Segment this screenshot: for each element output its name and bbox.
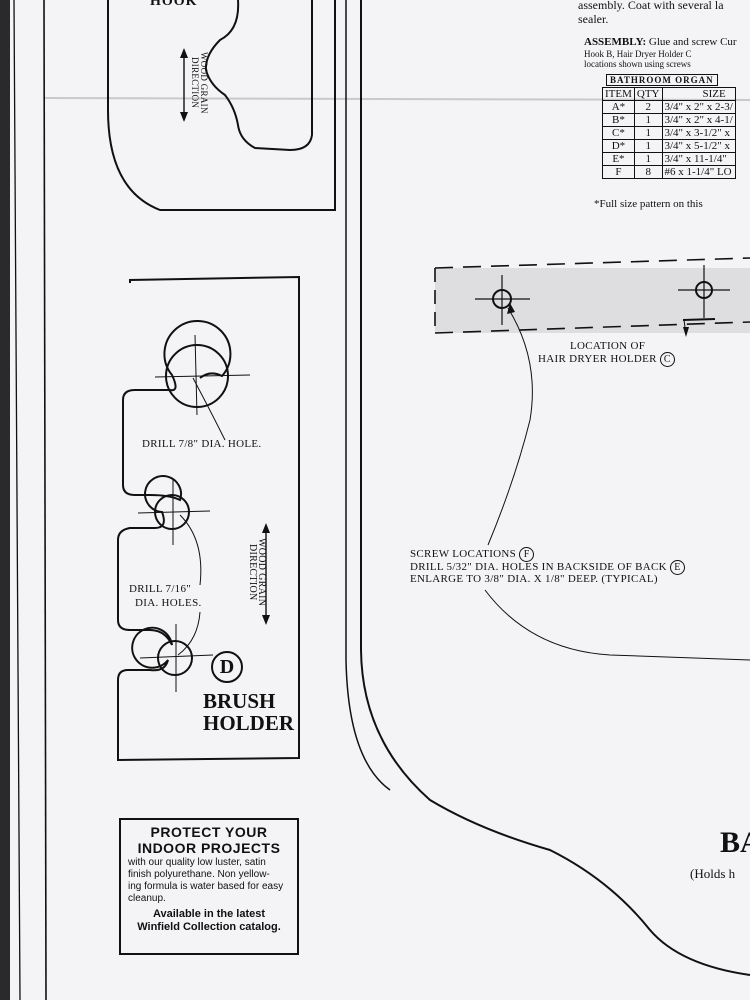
promo-footer: Available in the latest Winfield Collect…	[137, 908, 281, 933]
promo-heading: PROTECT YOUR INDOOR PROJECTS	[137, 824, 281, 856]
assembly-text: assembly. Coat with several la	[578, 0, 724, 12]
column-header: QTY	[633, 87, 663, 101]
part-letter-d: D	[211, 651, 243, 683]
assembly-body: ASSEMBLY: Glue and screw Cur	[584, 36, 737, 48]
promo-box: PROTECT YOUR INDOOR PROJECTS with our qu…	[119, 818, 299, 955]
leader-line	[192, 377, 226, 441]
screw-locations-label: SCREW LOCATIONS F	[410, 547, 535, 562]
leader-line	[177, 611, 201, 656]
pattern-drawing	[13, 0, 750, 1000]
brush-holder-title: BRUSH HOLDER	[203, 689, 295, 735]
location-label: HAIR DRYER HOLDER C	[538, 352, 675, 367]
crosshair-h	[154, 374, 251, 378]
screw-enlarge-label: ENLARGE TO 3/8" DIA. X 1/8" DEEP. (TYPIC…	[410, 573, 658, 585]
table-footnote: *Full size pattern on this	[594, 198, 703, 210]
location-letter-c: C	[659, 352, 675, 367]
back-outline	[360, 0, 750, 976]
drill-large-label: DRILL 7/8" DIA. HOLE.	[142, 438, 262, 450]
assembly-heading: ASSEMBLY:	[584, 36, 647, 48]
outer-border-line	[13, 0, 21, 1000]
table-header-row: ITEM QTY SIZE	[602, 87, 736, 101]
leader-line	[484, 589, 750, 661]
crosshair-v	[194, 334, 198, 416]
screw-drill-label: DRILL 5/32" DIA. HOLES IN BACKSIDE OF BA…	[410, 560, 685, 575]
column-header: ITEM	[602, 87, 635, 101]
hook-outline	[107, 0, 336, 211]
back-subtitle-fragment: (Holds h	[690, 866, 736, 881]
dryer-location-area	[435, 268, 750, 333]
back-letter-e: E	[669, 560, 685, 575]
screw-letter-f: F	[519, 547, 535, 562]
hook-label: HOOK	[150, 0, 198, 9]
hook-cutout	[204, 0, 313, 152]
table-caption: BATHROOM ORGAN	[606, 74, 718, 86]
drill-small-label: DRILL 7/16"	[129, 583, 192, 595]
leader-line	[487, 307, 533, 546]
location-label: LOCATION OF	[570, 340, 646, 352]
assembly-body: locations shown using screws	[584, 59, 691, 69]
assembly-body: Hook B, Hair Dryer Holder C	[584, 49, 692, 59]
assembly-text: sealer.	[578, 12, 609, 26]
inner-border-line	[43, 0, 47, 1000]
brush-holder-outline	[117, 275, 300, 762]
leader-line	[179, 514, 202, 586]
small-hole	[157, 640, 193, 676]
back-title-fragment: BA	[720, 826, 750, 859]
drill-small-label: DIA. HOLES.	[135, 597, 202, 609]
promo-body: with our quality low luster, satin finis…	[128, 857, 284, 904]
pattern-sheet: HOOK assembly. Coat with several la seal…	[10, 0, 750, 1000]
column-header: SIZE	[661, 87, 736, 101]
column-divider-line	[345, 0, 391, 791]
